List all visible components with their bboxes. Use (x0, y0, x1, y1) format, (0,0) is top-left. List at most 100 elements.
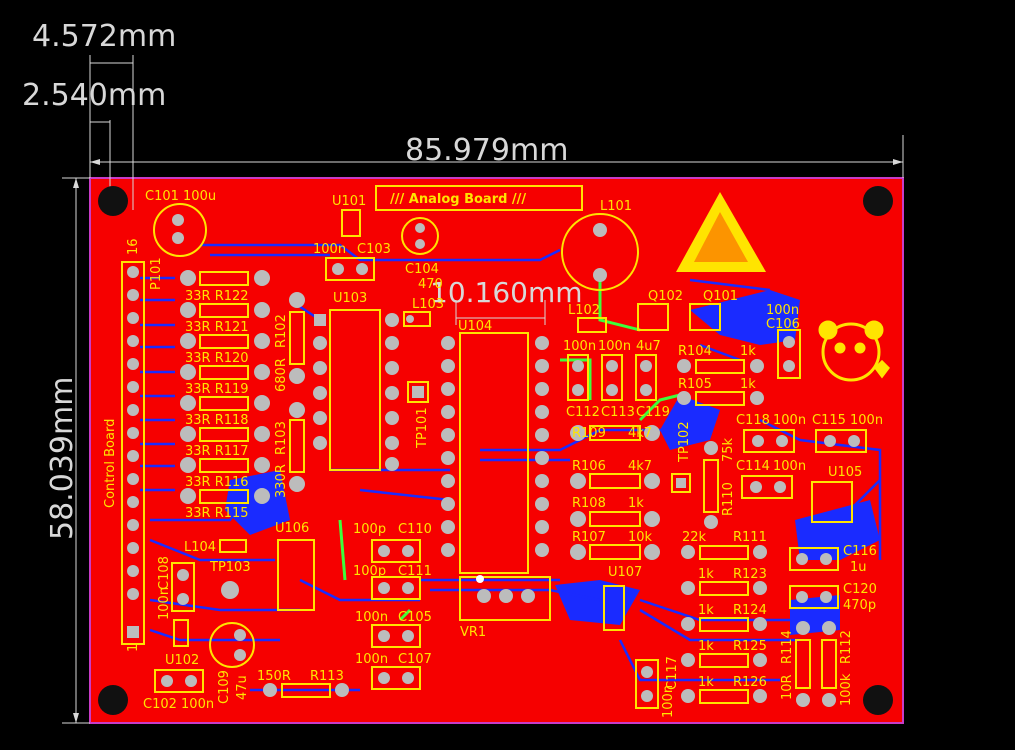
u105-label: U105 (828, 465, 862, 480)
u107-package (603, 585, 625, 631)
r123-label: R123 (733, 567, 767, 582)
r112-label: R112 (839, 630, 854, 664)
c112-label: C112 (566, 405, 600, 420)
r102-resistor (289, 292, 305, 384)
c102-label: C102 100n (143, 697, 214, 712)
r103-resistor (289, 402, 305, 492)
c115-value: 100n (850, 413, 883, 428)
c119-label: C119 (636, 405, 670, 420)
r108-r107-resistors (570, 511, 660, 560)
c104-capacitor (401, 217, 439, 255)
l102-inductor (577, 317, 607, 333)
r126-resistor (681, 689, 767, 704)
c106-label: C106 (766, 317, 800, 332)
dimension-lines (62, 55, 904, 724)
u103-package (313, 309, 399, 471)
r108-value: 1k (628, 496, 644, 511)
header-p101 (121, 261, 145, 645)
r120-label: 33R R120 (185, 351, 249, 366)
r113-resistor (263, 683, 349, 698)
c103-pads (325, 257, 375, 281)
c108-capacitor (171, 562, 195, 612)
c116-capacitor (789, 547, 839, 571)
c112-c113-c119-caps (567, 354, 657, 401)
panda-logo-icon (818, 320, 890, 382)
c111-value: 100p (353, 564, 386, 579)
c116-label: C116 (843, 544, 877, 559)
tp103-testpoint (221, 581, 239, 599)
mounting-holes (98, 186, 893, 715)
u101-package (341, 209, 361, 237)
c118-c115-caps (743, 429, 867, 453)
c117-value: 100n (661, 685, 676, 718)
r107-value: 10k (628, 530, 653, 545)
r104-label: R104 (678, 344, 712, 359)
dim-4572-label: 4.572mm (32, 19, 176, 54)
tp102-testpoint (671, 473, 691, 493)
c109-capacitor (209, 622, 255, 668)
r118-label: 33R R118 (185, 413, 249, 428)
c103-label: C103 (357, 242, 391, 257)
l102-label: L102 (568, 303, 600, 318)
r126-value: 1k (698, 675, 714, 690)
q101-label: Q101 (703, 289, 738, 304)
p101-pin1-label: 1 (126, 644, 141, 652)
tp103-label: TP103 (209, 560, 251, 575)
r121-label: 33R R121 (185, 320, 249, 335)
c111-label: C111 (398, 564, 432, 579)
c115-label: C115 (812, 413, 846, 428)
r103-label: R103 (274, 421, 289, 455)
r124-resistor (681, 617, 767, 632)
tp101-label: TP101 (415, 407, 430, 449)
c114-capacitor (741, 475, 793, 499)
c110-label: C110 (398, 522, 432, 537)
r108-label: R108 (572, 496, 606, 511)
u102-label: U102 (165, 653, 199, 668)
l103-label: L103 (412, 297, 444, 312)
r109-label: R109 (572, 426, 606, 441)
r125-label: R125 (733, 639, 767, 654)
c108-value: 100n (157, 587, 172, 620)
r107-label: R107 (572, 530, 606, 545)
c114-label: C114 (736, 459, 770, 474)
r105-label: R105 (678, 377, 712, 392)
c120-capacitor (789, 585, 839, 609)
selected-traces (338, 280, 681, 622)
u101-label: U101 (332, 194, 366, 209)
r106-value: 4k7 (628, 459, 652, 474)
u106-label: U106 (275, 521, 309, 536)
r124-value: 1k (698, 603, 714, 618)
c109-label: C109 (217, 670, 232, 704)
dim-2540-label: 2.540mm (22, 78, 166, 113)
dimension-arrows (73, 159, 903, 723)
r114-label: R114 (780, 630, 795, 664)
c110-c111-c105-c107-caps (371, 539, 421, 690)
c120-value: 470p (843, 598, 876, 613)
dim-pitch-label: 10.160mm (430, 276, 583, 309)
r104-value: 1k (740, 344, 756, 359)
r104-r105-resistors (677, 359, 764, 406)
c120-label: C120 (843, 582, 877, 597)
r102-value: 680R (274, 358, 289, 392)
r111-label: R111 (733, 530, 767, 545)
c116-value: 1u (850, 560, 867, 575)
c112-value: 100n (563, 339, 596, 354)
l101-inductor (561, 213, 639, 291)
title-box (375, 185, 583, 211)
r115-label: 33R R115 (185, 506, 249, 521)
c101-capacitor (153, 203, 207, 257)
r111-resistor (681, 545, 767, 560)
r109-r106-resistors (570, 425, 660, 489)
dim-height-label: 58.039mm (45, 377, 80, 540)
c107-label: C107 (398, 652, 432, 667)
r124-label: R124 (733, 603, 767, 618)
r125-resistor (681, 653, 767, 668)
r102-label: R102 (274, 314, 289, 348)
c113-value: 100n (598, 339, 631, 354)
c117-capacitor (635, 659, 659, 709)
c113-label: C113 (601, 405, 635, 420)
r123-resistor (681, 581, 767, 596)
r123-value: 1k (698, 567, 714, 582)
u104-label: U104 (458, 319, 492, 334)
